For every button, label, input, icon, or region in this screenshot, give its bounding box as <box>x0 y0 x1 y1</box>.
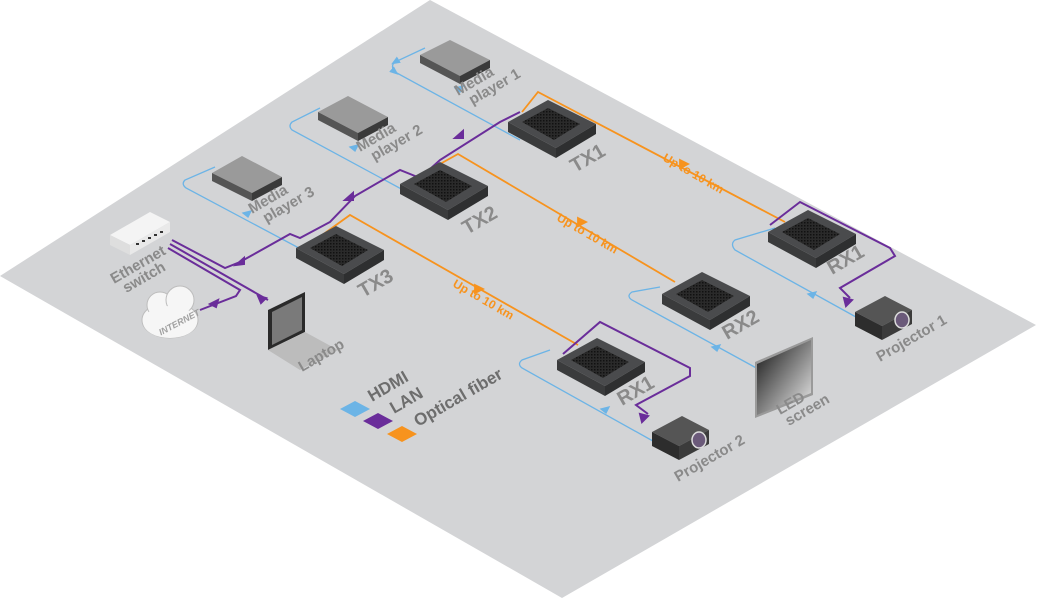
media-player-3[interactable] <box>212 156 282 201</box>
lan-arrow <box>232 255 245 267</box>
projector-2[interactable] <box>652 416 709 460</box>
hdmi-cables <box>182 47 866 446</box>
hdmi-arrow <box>241 210 253 219</box>
lan-arrow <box>207 298 220 309</box>
media-player-2[interactable] <box>318 96 388 141</box>
projector-1[interactable] <box>855 296 912 340</box>
hdmi-arrow <box>453 85 465 94</box>
hdmi-arrow <box>599 406 611 415</box>
rx2-extender[interactable] <box>662 272 750 330</box>
fiber-cable-tx1-rx1top <box>521 90 786 223</box>
lan-arrow <box>256 294 268 305</box>
media-player-1[interactable] <box>420 40 490 84</box>
lan-cables <box>167 111 897 424</box>
hdmi-arrow <box>710 344 722 353</box>
legend-swatch-hdmi <box>340 401 370 417</box>
fiber-arrow <box>679 158 691 170</box>
lan-arrow <box>842 296 854 308</box>
tx1-extender[interactable] <box>508 100 596 158</box>
rx1-top-extender[interactable] <box>768 210 856 268</box>
tx3-extender[interactable] <box>296 226 384 284</box>
hdmi-cable-rx2-led <box>628 286 761 371</box>
tx2-extender[interactable] <box>400 162 488 220</box>
fiber-arrow <box>577 216 589 228</box>
lan-cable-rx1bottom <box>562 320 691 415</box>
laptop[interactable] <box>268 292 338 370</box>
lan-cable-rx1top <box>769 200 897 299</box>
legend-swatch-fiber <box>387 426 417 442</box>
fiber-arrow <box>474 283 486 295</box>
hdmi-cable-rx1bottom-proj2 <box>518 349 661 446</box>
led-screen[interactable] <box>755 337 813 418</box>
internet-cloud[interactable]: INTERNET <box>141 285 203 339</box>
lan-arrow <box>452 128 464 139</box>
lan-arrow <box>638 412 650 424</box>
ethernet-switch[interactable] <box>110 212 170 255</box>
hdmi-cable-mp3-tx3 <box>182 166 313 256</box>
hdmi-cable-mp1-tx1 <box>389 47 521 141</box>
rx1-bottom-extender[interactable] <box>557 338 645 396</box>
legend-swatch-lan <box>363 413 393 429</box>
hdmi-cable-rx1top-proj1 <box>731 227 866 323</box>
hdmi-cable-mp2-tx2 <box>289 107 419 199</box>
lan-cable-switch-laptop <box>169 243 269 301</box>
hdmi-arrow <box>806 291 818 300</box>
lan-arrow <box>342 190 354 201</box>
hdmi-arrow <box>348 144 360 153</box>
